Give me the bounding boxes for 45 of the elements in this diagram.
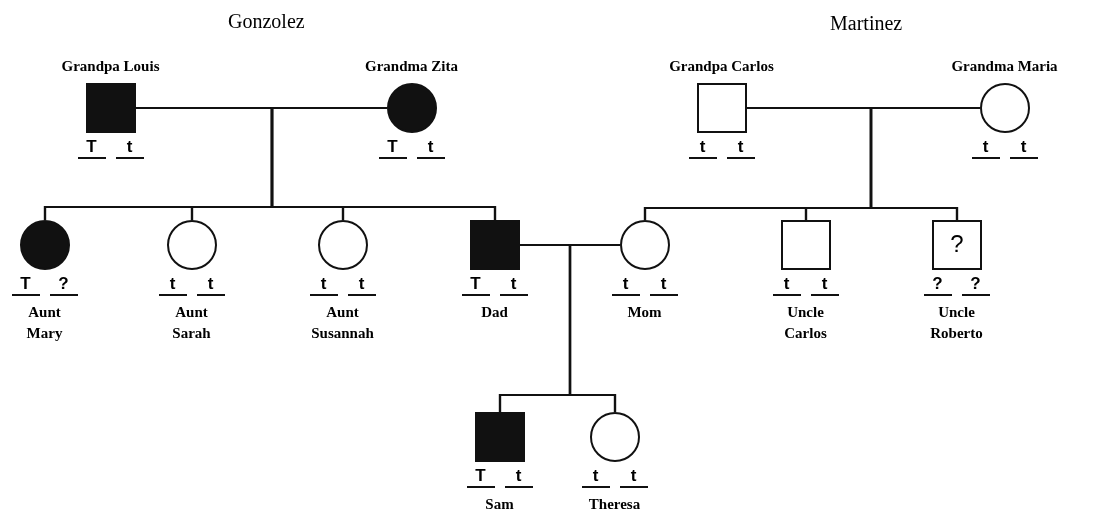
allele-label: t	[581, 466, 610, 488]
person-name: Aunt Sarah	[171, 303, 212, 343]
allele-label: t	[504, 466, 533, 488]
pedigree-line	[568, 243, 620, 412]
person-name: Grandpa Carlos	[668, 57, 775, 76]
allele-label: t	[1009, 137, 1038, 159]
person-name: Dad	[480, 303, 509, 322]
person-name: Uncle Roberto	[929, 303, 984, 343]
family-name: Martinez	[830, 12, 903, 35]
allele-label: t	[416, 137, 445, 159]
person-name: Aunt Mary	[25, 303, 64, 343]
allele-label: t	[611, 274, 640, 296]
person-name: Sam	[484, 495, 515, 511]
allele-label: t	[309, 274, 338, 296]
allele-label: ?	[923, 274, 952, 296]
allele-label: T	[77, 137, 106, 159]
pedigree-line	[869, 106, 980, 220]
allele-label: t	[158, 274, 187, 296]
allele-label: t	[619, 466, 648, 488]
allele-label: t	[810, 274, 839, 296]
person-name: Grandpa Louis	[60, 57, 161, 76]
allele-label: T	[461, 274, 490, 296]
allele-label: t	[772, 274, 801, 296]
person-name: Aunt Susannah	[310, 303, 375, 343]
question-mark: ?	[949, 230, 965, 258]
allele-label: t	[499, 274, 528, 296]
allele-label: T	[378, 137, 407, 159]
person-name: Mom	[626, 303, 663, 322]
allele-label: t	[971, 137, 1000, 159]
allele-label: t	[196, 274, 225, 296]
person-name: Grandma Zita	[364, 57, 459, 76]
person-name: Theresa	[587, 495, 642, 511]
family-name: Gonzolez	[228, 10, 305, 33]
allele-label: ?	[49, 274, 78, 296]
allele-label: T	[11, 274, 40, 296]
allele-label: t	[347, 274, 376, 296]
person-name: Grandma Maria	[950, 57, 1059, 76]
person-name: Uncle Carlos	[783, 303, 828, 343]
allele-label: T	[466, 466, 495, 488]
allele-label: ?	[961, 274, 990, 296]
allele-label: t	[115, 137, 144, 159]
allele-label: t	[726, 137, 755, 159]
allele-label: t	[649, 274, 678, 296]
pedigree-line	[270, 106, 497, 220]
allele-label: t	[688, 137, 717, 159]
